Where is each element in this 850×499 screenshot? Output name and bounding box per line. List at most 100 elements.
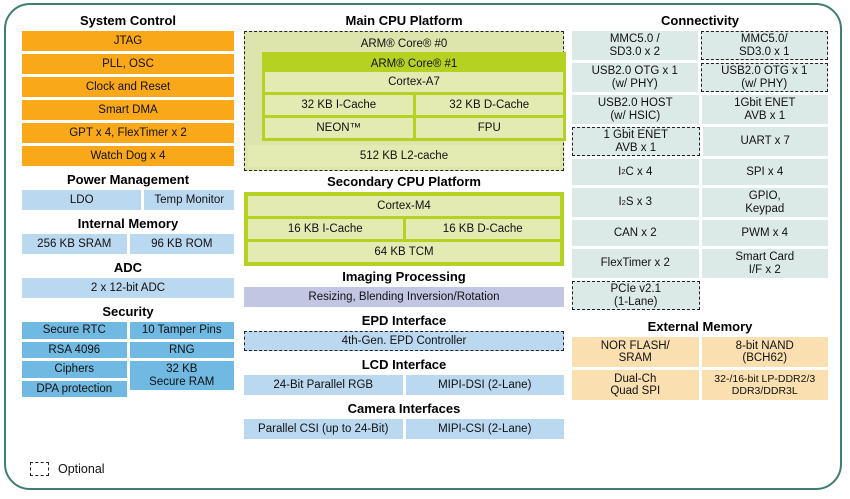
block-uart-x7[interactable]: UART x 7 xyxy=(702,127,828,156)
block-32kb-icache[interactable]: 32 KB I-Cache xyxy=(265,95,413,115)
group-title-internal-memory: Internal Memory xyxy=(77,216,179,231)
label-arm-core-0: ARM® Core® #0 xyxy=(360,37,448,50)
block-96kb-rom[interactable]: 96 KB ROM xyxy=(129,234,234,254)
block-1gbit-enet-avb[interactable]: 1Gbit ENET AVB x 1 xyxy=(701,95,828,124)
legend-label-optional: Optional xyxy=(58,462,105,476)
system-control-row-5: Watch Dog x 4 xyxy=(22,146,234,166)
group-title-lcd-interface: LCD Interface xyxy=(361,357,447,372)
block-16kb-icache[interactable]: 16 KB I-Cache xyxy=(248,219,403,239)
secondary-cpu-core-row: Cortex-M4 xyxy=(248,196,560,216)
block-usb-otg-phy-optional[interactable]: USB2.0 OTG x 1 (w/ PHY) xyxy=(700,63,828,92)
left-column: System Control JTAG PLL, OSC Clock and R… xyxy=(22,10,234,400)
connectivity-row-2: USB2.0 HOST (w/ HSIC) 1Gbit ENET AVB x 1 xyxy=(572,95,828,124)
block-usb-host-hsic[interactable]: USB2.0 HOST (w/ HSIC) xyxy=(572,95,699,124)
group-title-security: Security xyxy=(102,304,154,319)
block-spi-x4[interactable]: SPI x 4 xyxy=(701,159,828,185)
system-control-row-4: GPT x 4, FlexTimer x 2 xyxy=(22,123,234,143)
arm-core-1-container[interactable]: ARM® Core® #1 Cortex-A7 32 KB I-Cache 32… xyxy=(262,52,566,141)
block-32kb-secure-ram[interactable]: 32 KB Secure RAM xyxy=(129,361,234,390)
block-mipi-dsi[interactable]: MIPI-DSI (2-Lane) xyxy=(405,375,564,395)
block-dpa-protection[interactable]: DPA protection xyxy=(22,380,127,397)
group-title-external-memory: External Memory xyxy=(647,319,753,334)
block-512kb-l2-cache[interactable]: 512 KB L2-cache xyxy=(248,145,560,167)
block-10-tamper-pins[interactable]: 10 Tamper Pins xyxy=(129,322,234,339)
system-control-row-0: JTAG xyxy=(22,31,234,51)
block-ldo[interactable]: LDO xyxy=(22,190,142,210)
main-cpu-core-row: Cortex-A7 xyxy=(265,72,563,92)
connectivity-row-7: FlexTimer x 2 Smart Card I/F x 2 xyxy=(572,249,828,278)
system-control-row-2: Clock and Reset xyxy=(22,77,234,97)
block-8bit-nand[interactable]: 8-bit NAND (BCH62) xyxy=(701,337,828,367)
block-lpddr-ddr3[interactable]: 32-/16-bit LP-DDR2/3 DDR3/DDR3L xyxy=(701,370,828,400)
connectivity-row-1: USB2.0 OTG x 1 (w/ PHY) USB2.0 OTG x 1 (… xyxy=(572,63,828,92)
block-imaging-functions[interactable]: Resizing, Blending Inversion/Rotation xyxy=(244,287,564,307)
block-dual-ch-quad-spi[interactable]: Dual-Ch Quad SPI xyxy=(572,370,699,400)
group-title-secondary-cpu-platform: Secondary CPU Platform xyxy=(327,174,481,189)
block-secure-rtc[interactable]: Secure RTC xyxy=(22,322,127,339)
block-nor-flash-sram[interactable]: NOR FLASH/ SRAM xyxy=(572,337,699,367)
block-1gbit-enet-avb-optional[interactable]: 1 Gbit ENET AVB x 1 xyxy=(572,127,700,156)
block-rsa-4096[interactable]: RSA 4096 xyxy=(22,341,127,358)
external-memory-row-0: NOR FLASH/ SRAM 8-bit NAND (BCH62) xyxy=(572,337,828,367)
security-grid: Secure RTC RSA 4096 Ciphers DPA protecti… xyxy=(22,322,234,397)
block-2x-12bit-adc[interactable]: 2 x 12-bit ADC xyxy=(22,278,234,298)
block-cortex-m4[interactable]: Cortex-M4 xyxy=(248,196,560,216)
block-flextimer-x2[interactable]: FlexTimer x 2 xyxy=(572,249,699,278)
group-title-main-cpu-platform: Main CPU Platform xyxy=(345,13,463,28)
block-usb-otg-phy[interactable]: USB2.0 OTG x 1 (w/ PHY) xyxy=(572,63,698,92)
block-neon[interactable]: NEON™ xyxy=(265,118,413,138)
security-right-stack: 10 Tamper Pins RNG 32 KB Secure RAM xyxy=(129,322,234,390)
block-32kb-dcache[interactable]: 32 KB D-Cache xyxy=(415,95,563,115)
block-gpt-flextimer[interactable]: GPT x 4, FlexTimer x 2 xyxy=(22,123,234,143)
connectivity-row-8: PCIe v2.1 (1-Lane) xyxy=(572,281,828,310)
security-left-stack: Secure RTC RSA 4096 Ciphers DPA protecti… xyxy=(22,322,127,397)
block-64kb-tcm[interactable]: 64 KB TCM xyxy=(248,242,560,262)
middle-column: Main CPU Platform ARM® Core® #0 ARM® Cor… xyxy=(244,10,566,442)
main-cpu-unit-row: NEON™ FPU xyxy=(265,118,563,138)
connectivity-row-0: MMC5.0 / SD3.0 x 2 MMC5.0/ SD3.0 x 1 xyxy=(572,31,828,60)
block-mipi-csi[interactable]: MIPI-CSI (2-Lane) xyxy=(405,419,564,439)
block-cortex-a7[interactable]: Cortex-A7 xyxy=(265,72,563,92)
block-jtag[interactable]: JTAG xyxy=(22,31,234,51)
block-watch-dog[interactable]: Watch Dog x 4 xyxy=(22,146,234,166)
secondary-cpu-container[interactable]: Cortex-M4 16 KB I-Cache 16 KB D-Cache 64… xyxy=(244,192,564,266)
block-rng[interactable]: RNG xyxy=(129,341,234,358)
adc-row: 2 x 12-bit ADC xyxy=(22,278,234,298)
block-ciphers[interactable]: Ciphers xyxy=(22,361,127,378)
arm-core-0-optional-container[interactable]: ARM® Core® #0 ARM® Core® #1 Cortex-A7 32… xyxy=(244,31,566,171)
label-arm-core-1: ARM® Core® #1 xyxy=(370,57,458,70)
block-smart-dma[interactable]: Smart DMA xyxy=(22,100,234,120)
connectivity-row-8-spacer xyxy=(703,281,829,310)
block-24bit-parallel-rgb[interactable]: 24-Bit Parallel RGB xyxy=(244,375,403,395)
connectivity-row-3: 1 Gbit ENET AVB x 1 UART x 7 xyxy=(572,127,828,156)
group-title-imaging-processing: Imaging Processing xyxy=(342,269,466,284)
group-title-epd-interface: EPD Interface xyxy=(361,313,447,328)
power-management-row: LDO Temp Monitor xyxy=(22,190,234,210)
group-title-camera-interfaces: Camera Interfaces xyxy=(347,401,461,416)
block-temp-monitor[interactable]: Temp Monitor xyxy=(144,190,234,210)
block-parallel-csi[interactable]: Parallel CSI (up to 24-Bit) xyxy=(244,419,403,439)
block-pcie-optional[interactable]: PCIe v2.1 (1-Lane) xyxy=(572,281,700,310)
block-mmc-sd-x2[interactable]: MMC5.0 / SD3.0 x 2 xyxy=(572,31,698,60)
block-fpu[interactable]: FPU xyxy=(415,118,563,138)
block-16kb-dcache[interactable]: 16 KB D-Cache xyxy=(405,219,560,239)
block-clock-and-reset[interactable]: Clock and Reset xyxy=(22,77,234,97)
block-epd-controller[interactable]: 4th-Gen. EPD Controller xyxy=(244,331,564,351)
imaging-row: Resizing, Blending Inversion/Rotation xyxy=(244,287,564,307)
main-cpu-cache-row: 32 KB I-Cache 32 KB D-Cache xyxy=(265,95,563,115)
block-gpio-keypad[interactable]: GPIO, Keypad xyxy=(701,188,828,217)
secondary-cpu-cache-row: 16 KB I-Cache 16 KB D-Cache xyxy=(248,219,560,239)
block-256kb-sram[interactable]: 256 KB SRAM xyxy=(22,234,127,254)
group-title-system-control: System Control xyxy=(79,13,177,28)
block-mmc-sd-x1-optional[interactable]: MMC5.0/ SD3.0 x 1 xyxy=(700,31,828,60)
block-can-x2[interactable]: CAN x 2 xyxy=(572,220,699,246)
block-smart-card-if[interactable]: Smart Card I/F x 2 xyxy=(701,249,828,278)
camera-row: Parallel CSI (up to 24-Bit) MIPI-CSI (2-… xyxy=(244,419,564,439)
secondary-cpu-tcm-row: 64 KB TCM xyxy=(248,242,560,262)
block-pll-osc[interactable]: PLL, OSC xyxy=(22,54,234,74)
block-pwm-x4[interactable]: PWM x 4 xyxy=(701,220,828,246)
